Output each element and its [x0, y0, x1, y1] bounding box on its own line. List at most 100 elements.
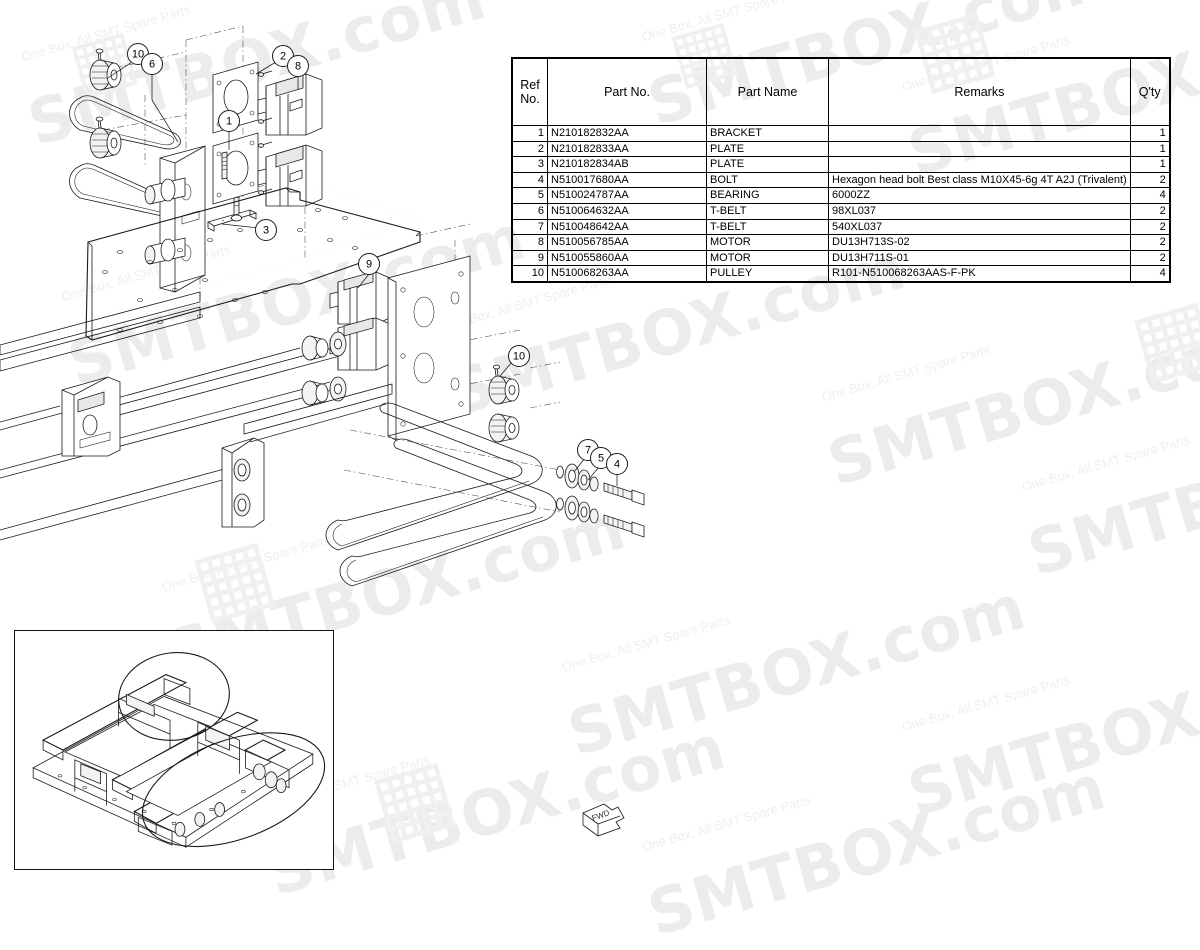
watermark-tagline: One Box, All SMT Spare Parts — [640, 0, 812, 45]
part-name-cell: BRACKET — [706, 125, 829, 142]
watermark-logo-glyph: ▦ — [1120, 277, 1200, 397]
part-name-cell: PLATE — [706, 156, 829, 173]
callout-label: 4 — [614, 459, 620, 471]
long-t-belt-group — [325, 402, 557, 587]
callout-bubble-8: 8 — [287, 55, 309, 77]
part-name-cell: MOTOR — [706, 234, 829, 251]
fwd-arrow-svg: FWD — [582, 803, 625, 837]
motor-part — [257, 73, 323, 136]
qty-cell: 1 — [1129, 125, 1171, 142]
linear-rail-assembly — [0, 291, 341, 541]
callout-circle — [606, 453, 628, 475]
remarks-cell: DU13H713S-02 — [828, 234, 1131, 251]
remarks-cell — [828, 125, 1131, 142]
col-header-qty: Q'ty — [1129, 57, 1171, 126]
qty-cell: 2 — [1129, 202, 1171, 220]
qty-cell: 2 — [1129, 234, 1171, 251]
conveyor-rails — [41, 674, 287, 834]
ref-no-line1: Ref — [520, 78, 540, 92]
remarks-cell — [828, 140, 1131, 158]
frame-bracket-part — [144, 145, 206, 293]
ref-no-line2: No. — [520, 92, 540, 106]
remarks-cell: 98XL037 — [828, 202, 1131, 220]
part-no-cell: N510024787AA — [547, 187, 707, 204]
motor-part — [329, 271, 391, 325]
drive-assemblies — [74, 678, 290, 846]
ref-no-cell: 5 — [511, 187, 548, 204]
ref-no-cell: 8 — [511, 234, 548, 251]
ref-no-cell: 7 — [511, 218, 548, 236]
parts-table-container: Ref No. Part No. Part Name Remarks Q'ty … — [511, 57, 1171, 283]
t-belt-part — [339, 438, 557, 587]
ref-no-cell: 10 — [511, 265, 548, 283]
qty-cell: 2 — [1129, 218, 1171, 236]
callout-label: 10 — [132, 49, 144, 61]
inset-overview-box — [14, 630, 334, 870]
ref-no-cell: 3 — [511, 156, 548, 173]
callout-label: 3 — [263, 225, 269, 237]
ref-no-cell: 2 — [511, 140, 548, 158]
t-belt-part — [69, 95, 181, 150]
watermark-tagline: One Box, All SMT Spare Parts — [1020, 431, 1192, 495]
remarks-cell: DU13H711S-01 — [828, 249, 1131, 267]
uprights — [74, 712, 240, 806]
pulley-exploded-right — [488, 364, 520, 443]
motor-part — [257, 144, 323, 207]
part-no-cell: N510064632AA — [547, 202, 707, 220]
callout-bubble-9: 9 — [358, 253, 380, 275]
pulley-part — [89, 48, 122, 91]
watermark-brand: SMTBOX.com — [1020, 389, 1200, 591]
ref-no-cell: 1 — [511, 125, 548, 142]
ref-no-cell: 9 — [511, 249, 548, 267]
col-header-ref-no: Ref No. — [511, 57, 548, 126]
qty-cell: 2 — [1129, 249, 1171, 267]
col-header-part-no: Part No. — [547, 57, 707, 126]
watermark-logo-glyph: ▦ — [360, 737, 466, 857]
pulley-belt-group-upper — [69, 48, 181, 218]
motor-assembly-upper — [212, 61, 323, 136]
end-bracket-pulleys — [221, 437, 265, 528]
callout-circle — [255, 219, 277, 241]
motor-assembly-lower — [212, 132, 323, 207]
motor-assembly-mid — [243, 255, 471, 443]
part-name-cell: PULLEY — [706, 265, 829, 283]
parts-table-head: Ref No. Part No. Part Name Remarks Q'ty — [511, 57, 1171, 126]
part-name-cell: PLATE — [706, 140, 829, 158]
col-header-remarks: Remarks — [828, 57, 1131, 126]
callout-label: 7 — [585, 445, 591, 457]
part-no-cell: N510048642AA — [547, 218, 707, 236]
callout-bubble-6: 6 — [141, 53, 163, 75]
highlight-ellipse-lower — [141, 732, 326, 848]
base-plate-part — [85, 187, 421, 341]
watermark-tagline: One Box, All SMT Spare Parts — [640, 791, 812, 855]
callout-circle — [358, 253, 380, 275]
pulley-part — [89, 116, 122, 159]
qty-cell: 2 — [1129, 171, 1171, 189]
callout-bubble-10: 10 — [508, 345, 530, 367]
ref-no-cell: 6 — [511, 202, 548, 220]
callout-bubble-3: 3 — [255, 219, 277, 241]
callout-circle — [287, 55, 309, 77]
remarks-cell: R101-N510068263AAS-F-PK — [828, 265, 1131, 283]
callout-label: 5 — [598, 453, 604, 465]
callout-circle — [218, 110, 240, 132]
watermark-tagline: One Box, All SMT Spare Parts — [560, 611, 732, 675]
part-no-cell: N510055860AA — [547, 249, 707, 267]
pulley-part — [488, 413, 520, 443]
callout-bubble-4: 4 — [606, 453, 628, 475]
callout-label: 6 — [149, 59, 155, 71]
qty-cell: 1 — [1129, 156, 1171, 173]
watermark-brand: SMTBOX.com — [820, 299, 1200, 501]
part-name-cell: T-BELT — [706, 218, 829, 236]
bearing-bolt-stack-upper — [556, 463, 645, 506]
